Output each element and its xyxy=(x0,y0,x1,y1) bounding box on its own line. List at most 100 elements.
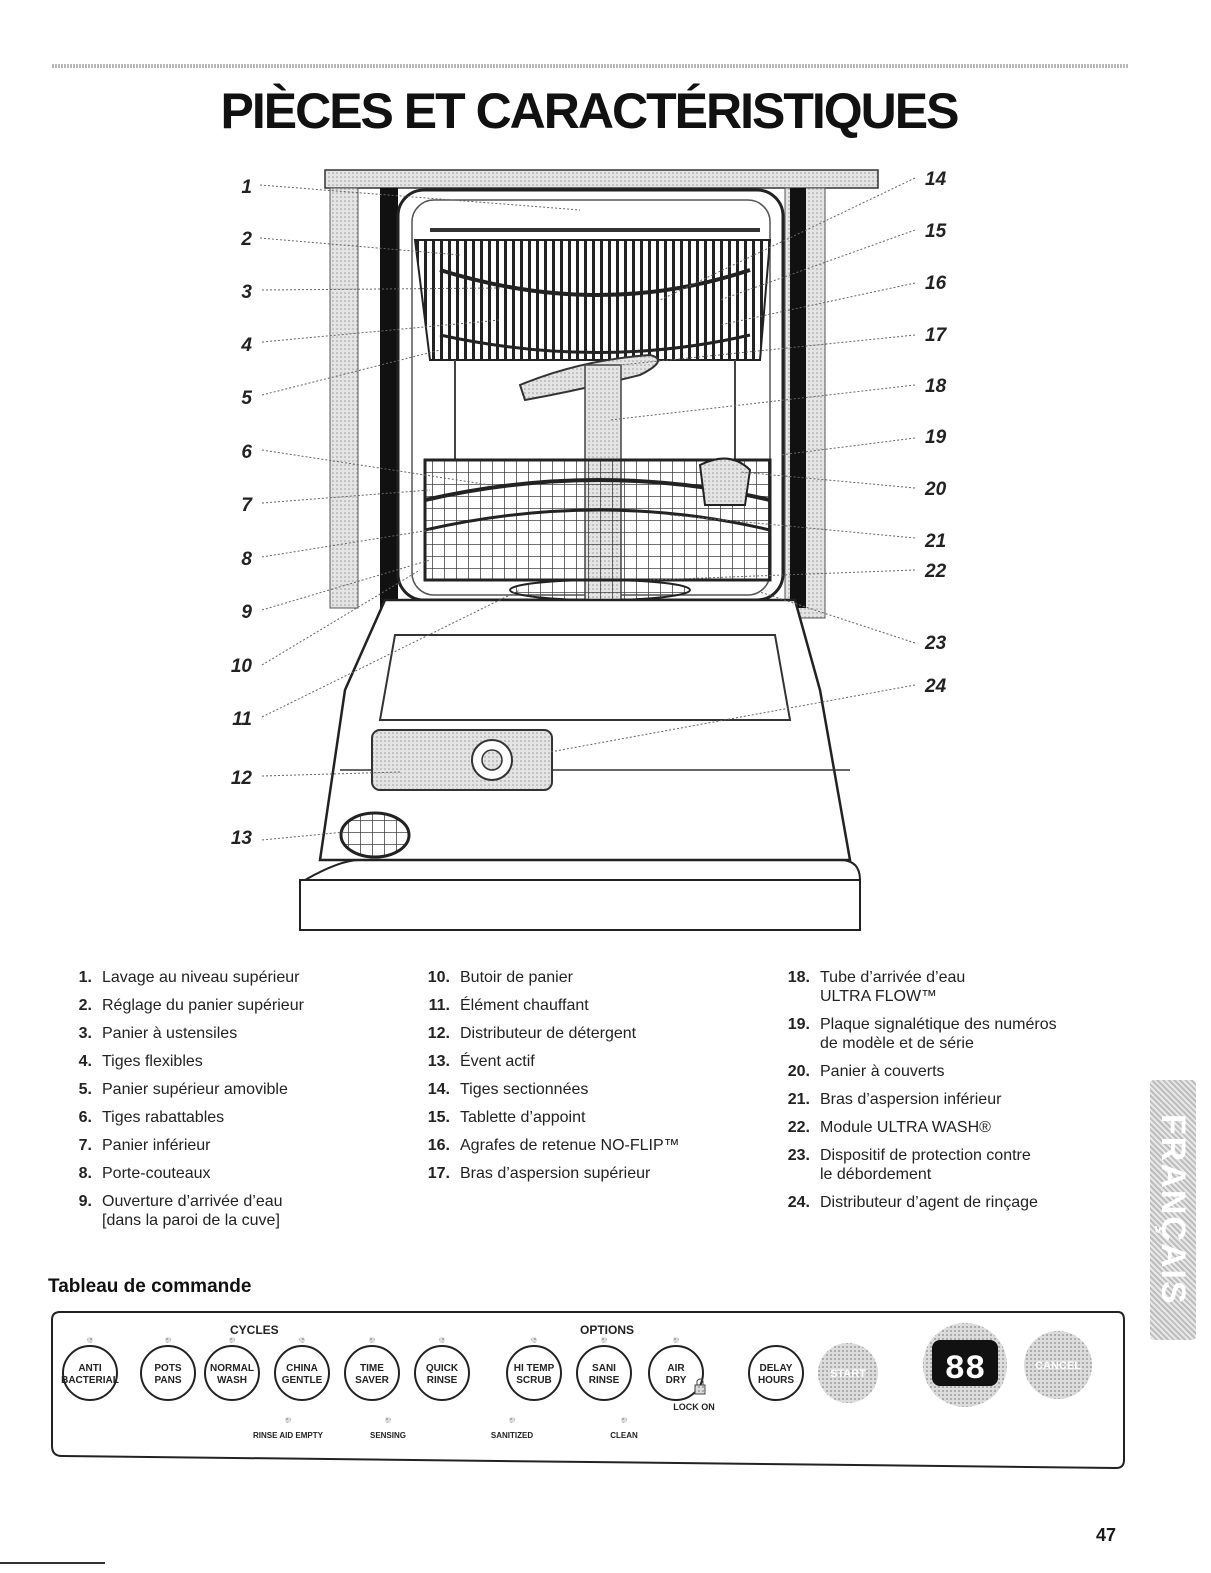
callout-21: 21 xyxy=(925,531,947,552)
svg-text:RINSE: RINSE xyxy=(427,1375,458,1386)
page-title: PIÈCES ET CARACTÉRISTIQUES xyxy=(220,83,960,139)
dishwasher-illustration xyxy=(259,169,916,931)
callout-5: 5 xyxy=(241,388,252,409)
legend-item: 7.Panier inférieur xyxy=(78,1137,211,1154)
svg-text:BACTERIAL: BACTERIAL xyxy=(61,1375,119,1386)
callout-3: 3 xyxy=(241,282,252,303)
legend-item: 21.Bras d’aspersion inférieur xyxy=(787,1091,1002,1108)
anti-bacterial-button[interactable]: ANTI BACTERIAL xyxy=(61,1337,119,1401)
legend-item: 8.Porte-couteaux xyxy=(78,1165,211,1182)
control-panel-title: Tableau de commande xyxy=(48,1276,252,1297)
time-saver-button[interactable]: TIME SAVER xyxy=(344,1337,400,1401)
options-label: OPTIONS xyxy=(580,1323,634,1337)
dishwasher-diagram: 1 2 3 4 5 6 7 8 9 10 11 12 13 14 15 16 1… xyxy=(0,160,1211,940)
legend-item: 20.Panier à couverts xyxy=(787,1063,945,1080)
sensing-indicator: SENSING xyxy=(370,1431,406,1440)
legend-item: 3.Panier à ustensiles xyxy=(78,1025,238,1042)
legend-item: 6.Tiges rabattables xyxy=(78,1109,225,1126)
bottom-rule xyxy=(0,1562,105,1564)
legend-item: 11.Élément chauffant xyxy=(428,997,589,1014)
legend-item: 9.Ouverture d’arrivée d’eau[dans la paro… xyxy=(78,1193,283,1229)
start-button[interactable]: START xyxy=(818,1343,878,1403)
language-tab-label: FRANÇAIS xyxy=(1154,1114,1192,1306)
clean-indicator: CLEAN xyxy=(610,1431,638,1440)
callout-6: 6 xyxy=(241,442,252,463)
svg-text:RINSE: RINSE xyxy=(589,1375,620,1386)
svg-text:ANTI: ANTI xyxy=(78,1363,102,1374)
svg-text:HOURS: HOURS xyxy=(758,1375,794,1386)
legend-item: 1.Lavage au niveau supérieur xyxy=(78,969,300,986)
svg-text:CANCEL: CANCEL xyxy=(1035,1360,1081,1372)
legend-item: 16.Agrafes de retenue NO-FLIP™ xyxy=(427,1137,680,1154)
callout-20: 20 xyxy=(925,479,947,500)
svg-text:DELAY: DELAY xyxy=(760,1363,793,1374)
air-dry-button[interactable]: AIR DRY xyxy=(648,1337,704,1401)
control-panel-illustration: CYCLES OPTIONS ANTI BACTERIAL POTS PANS … xyxy=(51,1311,1125,1470)
control-panel: CYCLES OPTIONS ANTI BACTERIAL POTS PANS … xyxy=(50,1310,1126,1470)
callout-24: 24 xyxy=(925,676,947,697)
legend-item: 4.Tiges flexibles xyxy=(78,1053,203,1070)
callout-10: 10 xyxy=(230,656,252,677)
legend-item: 24.Distributeur d’agent de rinçage xyxy=(787,1194,1038,1211)
legend-item: 12.Distributeur de détergent xyxy=(427,1025,637,1042)
pots-pans-button[interactable]: POTS PANS xyxy=(140,1337,196,1401)
svg-text:TIME: TIME xyxy=(360,1363,384,1374)
svg-text:PANS: PANS xyxy=(154,1375,181,1386)
callout-8: 8 xyxy=(241,549,252,570)
legend-item: 13.Évent actif xyxy=(427,1053,535,1070)
svg-text:WASH: WASH xyxy=(217,1375,247,1386)
legend-item: 14.Tiges sectionnées xyxy=(427,1081,589,1098)
svg-text:AIR: AIR xyxy=(667,1363,685,1374)
cancel-button[interactable]: CANCEL xyxy=(1024,1331,1092,1399)
svg-text:CHINA: CHINA xyxy=(286,1363,318,1374)
quick-rinse-button[interactable]: QUICK RINSE xyxy=(414,1337,470,1401)
svg-text:GENTLE: GENTLE xyxy=(282,1375,323,1386)
callout-13: 13 xyxy=(230,828,252,849)
legend-item: 2.Réglage du panier supérieur xyxy=(78,997,304,1014)
digital-display: 88 xyxy=(923,1323,1007,1407)
hi-temp-scrub-button[interactable]: HI TEMP SCRUB xyxy=(506,1337,562,1401)
svg-text:88: 88 xyxy=(945,1351,986,1389)
svg-text:START: START xyxy=(830,1368,866,1380)
callout-16: 16 xyxy=(925,273,947,294)
callout-18: 18 xyxy=(925,376,947,397)
callout-22: 22 xyxy=(925,561,947,582)
callout-23: 23 xyxy=(925,633,947,654)
legend-item: 5.Panier supérieur amovible xyxy=(78,1081,288,1098)
legend-column-1: 1.Lavage au niveau supérieur 2.Réglage d… xyxy=(52,968,382,1239)
svg-text:SANI: SANI xyxy=(592,1363,616,1374)
svg-text:QUICK: QUICK xyxy=(426,1363,459,1374)
sani-rinse-button[interactable]: SANI RINSE xyxy=(576,1337,632,1401)
china-gentle-button[interactable]: CHINA GENTLE xyxy=(274,1337,330,1401)
lock-on-label: LOCK ON xyxy=(673,1402,715,1412)
normal-wash-button[interactable]: NORMAL WASH xyxy=(204,1337,260,1401)
callout-14: 14 xyxy=(925,169,947,190)
top-rule xyxy=(52,64,1128,68)
callout-9: 9 xyxy=(241,602,252,623)
callout-7: 7 xyxy=(241,495,252,516)
legend-item: 10.Butoir de panier xyxy=(427,969,573,986)
legend-item: 22.Module ULTRA WASH® xyxy=(787,1119,991,1136)
rinse-aid-empty-indicator: RINSE AID EMPTY xyxy=(253,1431,324,1440)
callout-19: 19 xyxy=(925,427,947,448)
callout-12: 12 xyxy=(230,768,252,789)
lock-icon xyxy=(694,1378,706,1395)
svg-text:NORMAL: NORMAL xyxy=(210,1363,254,1374)
callout-1: 1 xyxy=(241,177,252,198)
svg-text:HI TEMP: HI TEMP xyxy=(514,1363,555,1374)
language-tab xyxy=(1150,1080,1196,1340)
svg-text:SAVER: SAVER xyxy=(355,1375,389,1386)
delay-hours-button[interactable]: DELAY HOURS xyxy=(748,1345,804,1401)
legend-item: 17.Bras d’aspersion supérieur xyxy=(427,1165,651,1182)
indicator-row: RINSE AID EMPTY SENSING SANITIZED CLEAN xyxy=(253,1417,638,1440)
svg-text:SCRUB: SCRUB xyxy=(516,1375,552,1386)
svg-text:POTS: POTS xyxy=(154,1363,182,1374)
sanitized-indicator: SANITIZED xyxy=(491,1431,533,1440)
cycles-label: CYCLES xyxy=(230,1323,279,1337)
callout-15: 15 xyxy=(925,221,947,242)
callout-2: 2 xyxy=(241,229,252,250)
svg-text:DRY: DRY xyxy=(666,1375,687,1386)
